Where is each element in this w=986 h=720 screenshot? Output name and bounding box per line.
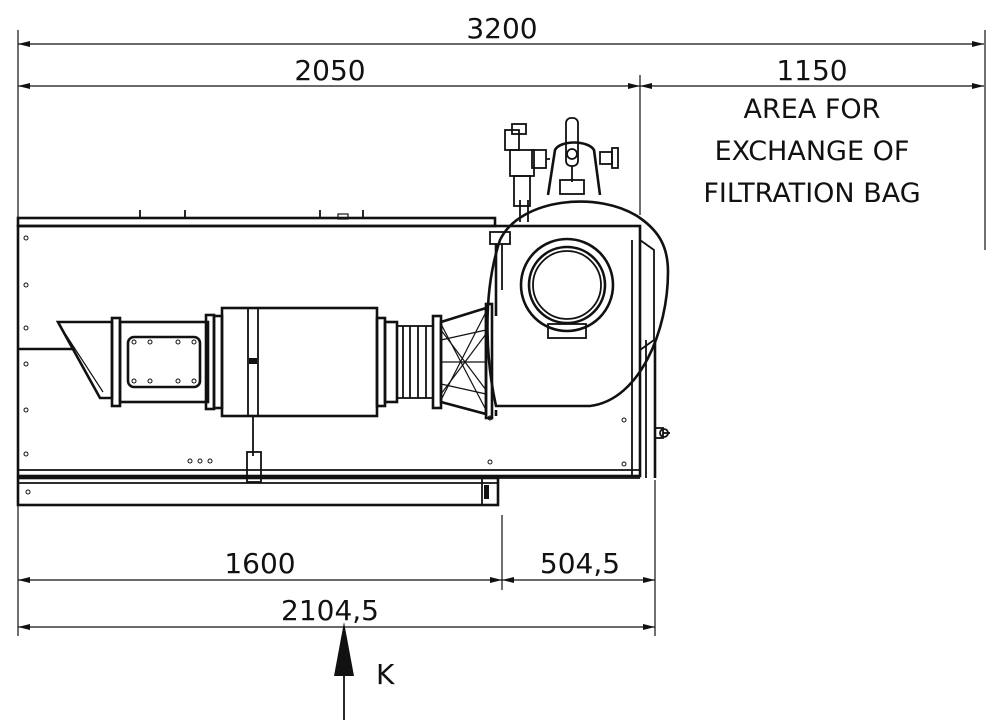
view-arrow-k: K: [334, 622, 395, 720]
dim-label-2050: 2050: [294, 54, 365, 87]
note-line-3: FILTRATION BAG: [703, 178, 920, 209]
filter-housing: [212, 306, 387, 483]
dim-label-1150: 1150: [776, 54, 847, 87]
inspection-box: [110, 313, 216, 411]
fan-inlet-ring: [519, 237, 615, 333]
note-line-2: EXCHANGE OF: [715, 136, 910, 167]
area-note: AREA FOR EXCHANGE OF FILTRATION BAG: [703, 94, 920, 209]
fan-inlet-cone: [439, 302, 494, 420]
dimension-lines: [17, 30, 986, 636]
dim-label-3200: 3200: [466, 12, 537, 45]
dim-label-1600: 1600: [224, 547, 295, 580]
fan-motor: [546, 117, 619, 196]
note-line-1: AREA FOR: [744, 94, 881, 125]
fan-casing: [486, 200, 670, 408]
flex-connector: [383, 314, 443, 410]
inlet-hood: [18, 320, 114, 400]
view-label: K: [376, 658, 395, 691]
dim-label-504-5: 504,5: [540, 547, 620, 580]
dim-label-2104-5: 2104,5: [281, 594, 379, 627]
unit-housing: [16, 210, 670, 507]
valve-assembly: [504, 123, 550, 207]
